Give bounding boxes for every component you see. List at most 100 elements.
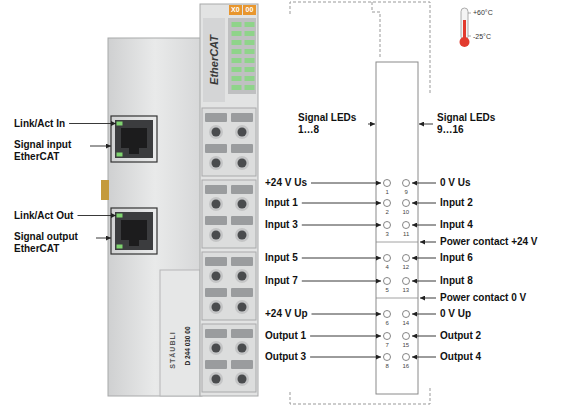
leader-line: [69, 123, 116, 124]
brand-text: STÄUBLI: [168, 331, 176, 368]
terminal-point: [403, 278, 410, 285]
scale-mark: [468, 13, 471, 14]
leader-line: [302, 258, 381, 259]
terminal-number: 15: [403, 342, 410, 349]
pin-name: Output 4: [440, 351, 481, 363]
pin-name: Power contact 0 V: [440, 292, 526, 304]
part-number: D 244 030 00: [183, 326, 191, 365]
rj45-opening: [129, 240, 139, 246]
pin-name: Input 6: [440, 252, 473, 264]
terminal-number: 13: [403, 287, 410, 294]
terminal-number: 3: [386, 231, 389, 238]
power-contact-line: [376, 242, 418, 243]
terminal-cell: [205, 329, 227, 355]
temperature-label: +60°C: [473, 9, 493, 17]
label-plate: [160, 270, 200, 396]
callout-frame: [111, 208, 157, 254]
power-contact-line: [376, 298, 418, 299]
thermometer-tube: [461, 8, 468, 40]
terminal-block: [202, 108, 256, 176]
terminal-point: [403, 200, 410, 207]
pin-name: Output 1: [265, 330, 306, 342]
leader-line: [412, 183, 436, 184]
pin-name: Power contact +24 V: [440, 236, 538, 248]
pin-name: +24 V Us: [265, 177, 307, 189]
leader-line: [412, 281, 436, 282]
terminal-point: [403, 222, 410, 229]
terminal-number: 12: [403, 264, 410, 271]
terminal-number: 7: [386, 342, 389, 349]
terminal-cell: [205, 144, 227, 170]
terminal-number: 4: [386, 264, 389, 271]
terminal-cell: [205, 113, 227, 139]
terminal-cell: [205, 288, 227, 314]
terminal-number: 9: [405, 189, 408, 196]
pin-name: Input 1: [265, 197, 298, 209]
terminal-number: 10: [403, 209, 410, 216]
leader-line: [302, 225, 381, 226]
terminal-cell: [231, 216, 253, 242]
terminal-number: 16: [403, 363, 410, 370]
terminal-cell: [231, 288, 253, 314]
callout-frame: [111, 116, 157, 162]
pin-name: Input 7: [265, 275, 298, 287]
scale-mark: [468, 36, 471, 37]
pin-name: Input 8: [440, 275, 473, 287]
slot-tag: X0: [231, 6, 240, 14]
terminal-point: [384, 222, 391, 229]
terminal-number: 2: [386, 209, 389, 216]
terminal-cell: [231, 329, 253, 355]
terminal-point: [384, 255, 391, 262]
locking-tab: [101, 180, 109, 200]
terminal-point: [403, 180, 410, 187]
terminal-cell: [231, 113, 253, 139]
leader-line: [412, 203, 436, 204]
logo-strip: [203, 18, 225, 102]
leader-line: [412, 357, 436, 358]
terminal-cell: [231, 360, 253, 386]
terminal-point: [384, 311, 391, 318]
terminal-cell: [205, 257, 227, 283]
terminal-cell: [205, 216, 227, 242]
pin-name: Output 2: [440, 330, 481, 342]
terminal-point: [384, 180, 391, 187]
terminal-point: [384, 200, 391, 207]
port-label: Signal input EtherCAT: [14, 139, 86, 163]
leader-line: [420, 242, 436, 243]
terminal-number: 1: [386, 189, 389, 196]
link-led: [117, 153, 123, 157]
terminal-number: 14: [403, 320, 410, 327]
rj45-opening: [121, 220, 147, 240]
leader-line: [78, 215, 117, 216]
port-label: Link/Act Out: [14, 210, 73, 222]
link-led: [117, 214, 123, 218]
rj45-opening: [121, 128, 147, 148]
leader-line: [368, 124, 375, 125]
temperature-label: -25°C: [473, 33, 491, 41]
terminal-point: [403, 311, 410, 318]
terminal-number: 11: [403, 231, 409, 238]
leader-line: [310, 357, 381, 358]
rj45-port: [115, 212, 153, 250]
pin-name: 0 V Us: [440, 177, 471, 189]
logo-text: EtherCAT: [208, 35, 220, 85]
terminal-block: [202, 180, 256, 248]
pin-name: Input 4: [440, 219, 473, 231]
terminal-cell: [231, 185, 253, 211]
signal-leds: [230, 20, 256, 92]
outline-dashed: [372, 2, 380, 58]
leader-line: [420, 298, 436, 299]
leader-line: [412, 314, 436, 315]
leader-line: [312, 314, 382, 315]
leader-line: [311, 183, 381, 184]
terminal-cell: [205, 185, 227, 211]
leader-line: [419, 124, 433, 125]
orange-tag: [243, 5, 256, 15]
terminal-point: [403, 354, 410, 361]
pin-name: Input 3: [265, 219, 298, 231]
leader-line: [302, 203, 381, 204]
led-strip: [228, 18, 256, 94]
leader-line: [412, 225, 436, 226]
leader-line: [412, 258, 436, 259]
